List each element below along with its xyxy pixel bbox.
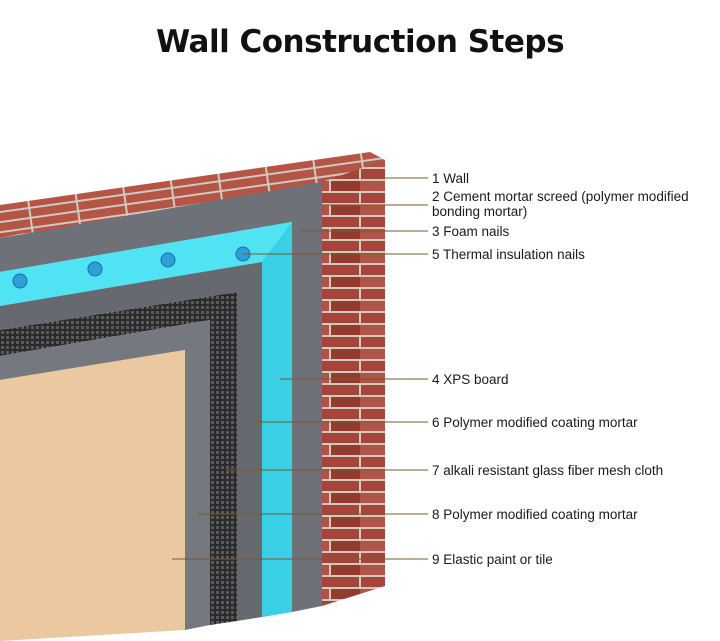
label-xps: 4 XPS board (432, 372, 509, 387)
coating-mortar-8-layer (0, 320, 210, 630)
fiber-mesh-layer (0, 292, 237, 625)
nail-3 (160, 252, 176, 268)
label-foam-nails: 3 Foam nails (432, 224, 510, 239)
diagram-title: Wall Construction Steps (155, 24, 565, 60)
layer-labels: 1 Wall 2 Cement mortar screed (polymer m… (432, 171, 692, 567)
label-wall: 1 Wall (432, 171, 469, 186)
label-paint: 9 Elastic paint or tile (432, 552, 553, 567)
leader-lines (172, 177, 428, 560)
xps-board-edge (262, 222, 292, 617)
label-cement: 2 Cement mortar screed (polymer modified… (432, 189, 692, 219)
elastic-paint-layer (0, 350, 185, 641)
brick-wall-top (0, 152, 385, 238)
nail-1 (12, 273, 28, 289)
nail-2 (87, 261, 103, 277)
label-coating-8: 8 Polymer modified coating mortar (432, 507, 638, 522)
label-coating-6: 6 Polymer modified coating mortar (432, 415, 638, 430)
brick-wall-side (322, 160, 385, 606)
label-mesh: 7 alkali resistant glass fiber mesh clot… (432, 463, 663, 478)
label-thermal-nails: 5 Thermal insulation nails (432, 247, 585, 262)
